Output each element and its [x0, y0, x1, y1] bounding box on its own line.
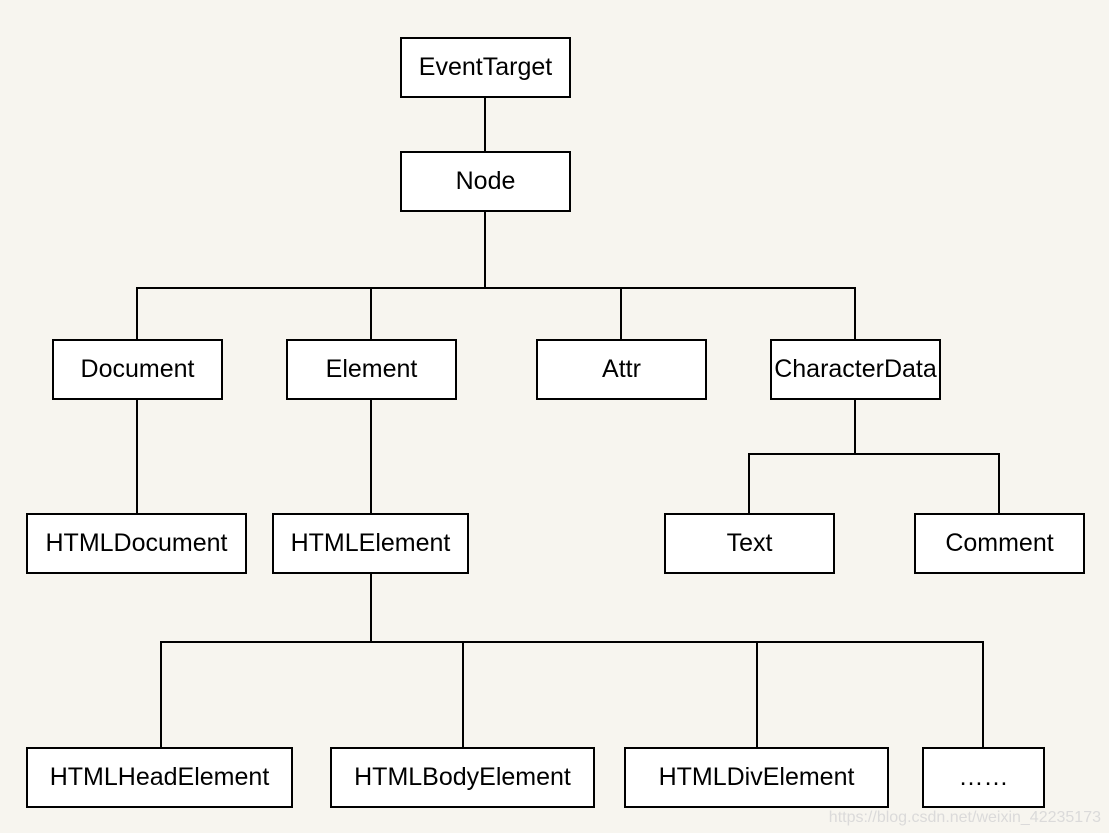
node-more: ……: [922, 747, 1045, 808]
node-htmlbodyelement: HTMLBodyElement: [330, 747, 595, 808]
node-htmlelement: HTMLElement: [272, 513, 469, 574]
node-node: Node: [400, 151, 571, 212]
node-htmlheadelement: HTMLHeadElement: [26, 747, 293, 808]
node-htmldivelement: HTMLDivElement: [624, 747, 889, 808]
node-characterdata: CharacterData: [770, 339, 941, 400]
node-element: Element: [286, 339, 457, 400]
node-comment: Comment: [914, 513, 1085, 574]
node-htmldocument: HTMLDocument: [26, 513, 247, 574]
node-document: Document: [52, 339, 223, 400]
node-eventtarget: EventTarget: [400, 37, 571, 98]
node-attr: Attr: [536, 339, 707, 400]
watermark-text: https://blog.csdn.net/weixin_42235173: [828, 809, 1101, 826]
node-text: Text: [664, 513, 835, 574]
